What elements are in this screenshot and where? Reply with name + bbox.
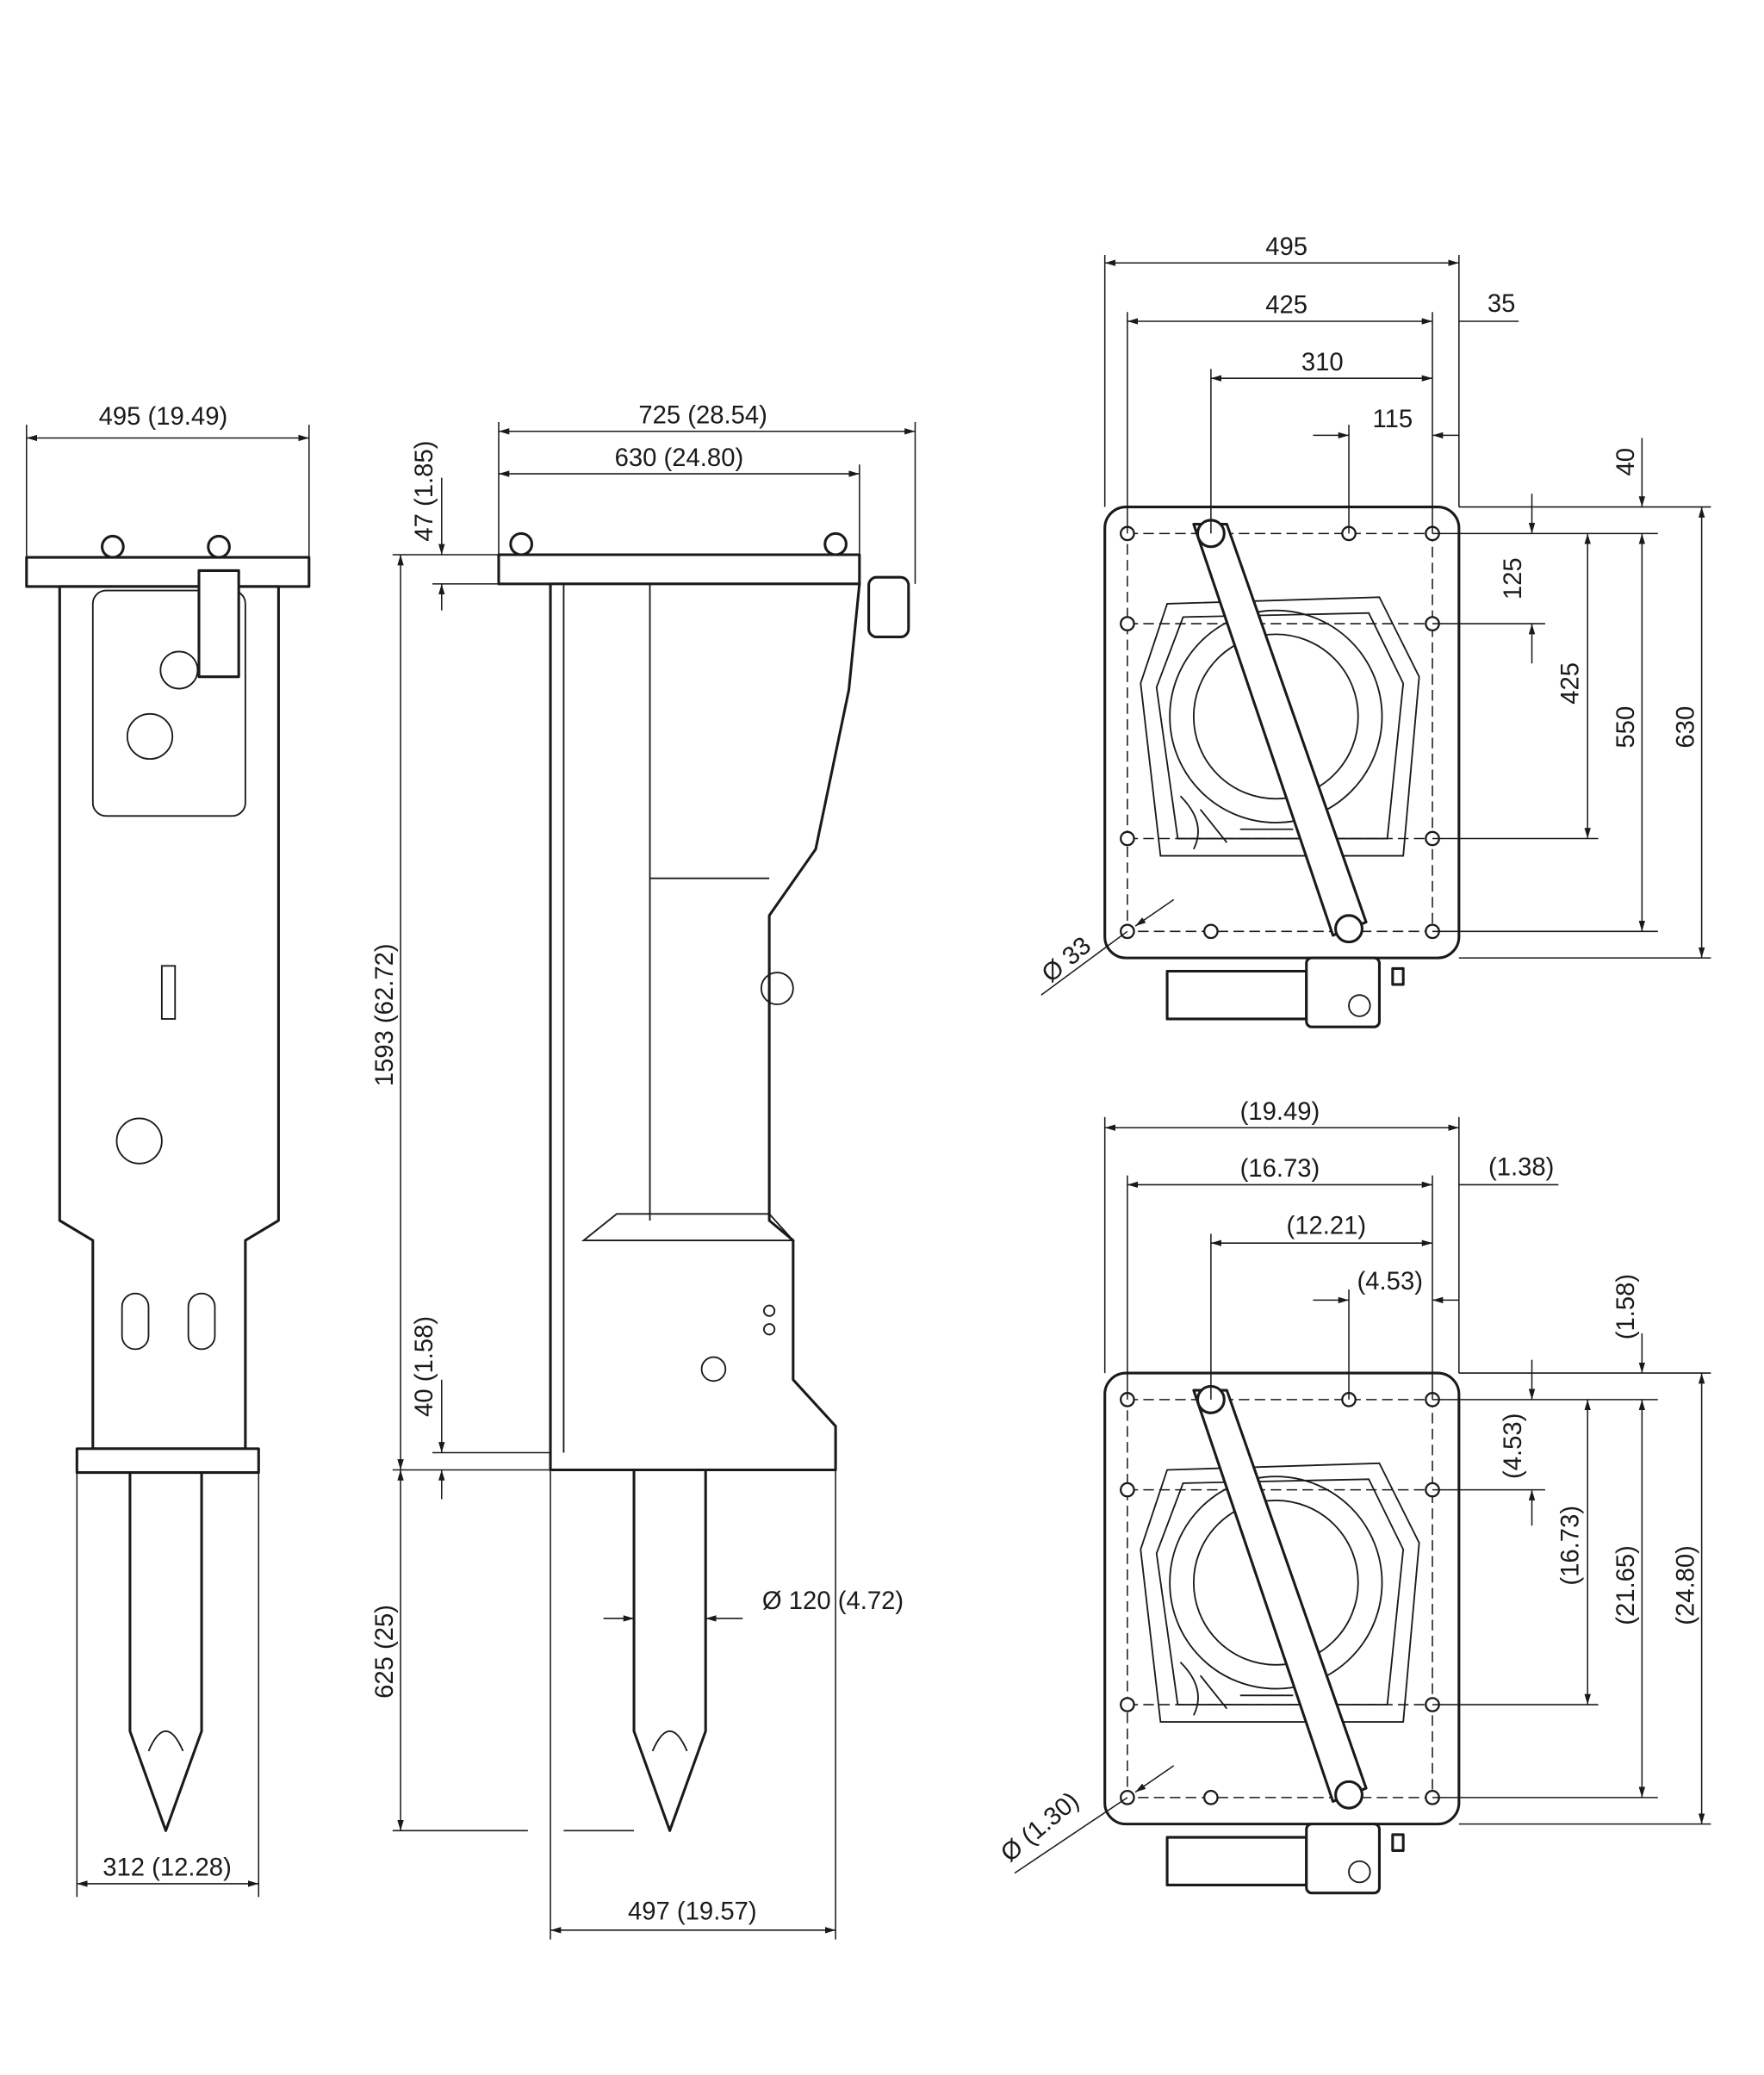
top-view-inch-dimensions: (19.49) (16.73) (1.38) (12.21) (4.53) (1… — [996, 1098, 1711, 1874]
front-base-dimension: 312 (12.28) — [76, 1472, 260, 1898]
dim-label: 115 — [1373, 406, 1413, 433]
dim-label: 425 — [1556, 662, 1584, 705]
dim-label: Ø 33 — [1037, 932, 1096, 988]
dim-label: (1.58) — [1612, 1274, 1640, 1339]
dim-label: (16.73) — [1240, 1155, 1320, 1183]
dim-label: (1.38) — [1488, 1154, 1554, 1182]
dim-label: 550 — [1612, 706, 1640, 749]
dim-label: Ø 120 (4.72) — [762, 1587, 904, 1615]
dim-label: 625 (25) — [371, 1605, 399, 1699]
top-view-mm — [1103, 506, 1461, 1028]
dim-label: 310 — [1301, 349, 1344, 376]
dim-label: 497 (19.57) — [628, 1898, 757, 1926]
top-view-inch — [1103, 1371, 1461, 1895]
dim-label: (4.53) — [1500, 1413, 1527, 1479]
front-width-dimension: 495 (19.49) — [26, 403, 310, 558]
dim-label: 35 — [1488, 290, 1516, 318]
dim-label: (21.65) — [1612, 1545, 1640, 1625]
side-dimensions: 725 (28.54) 630 (24.80) 47 (1.85) 1593 (… — [371, 402, 916, 1940]
dim-label: (16.73) — [1556, 1506, 1584, 1586]
side-view — [497, 531, 910, 1832]
dim-label: 495 — [1265, 233, 1307, 261]
dim-label: (24.80) — [1672, 1545, 1699, 1625]
dim-label: 495 (19.49) — [99, 403, 228, 431]
dim-label: 312 (12.28) — [102, 1854, 232, 1882]
front-view — [25, 534, 311, 1832]
dim-label: (4.53) — [1357, 1268, 1423, 1295]
dim-label: 630 (24.80) — [615, 444, 744, 472]
dim-label: 40 — [1612, 448, 1640, 476]
dim-label: 40 (1.58) — [411, 1316, 438, 1417]
dim-label: 630 — [1672, 706, 1699, 749]
dim-label: 47 (1.85) — [411, 441, 438, 542]
dim-label: 725 (28.54) — [638, 402, 767, 430]
dim-label: (12.21) — [1287, 1212, 1367, 1239]
dim-label: 1593 (62.72) — [371, 943, 399, 1086]
dim-label: (19.49) — [1240, 1098, 1320, 1126]
dim-label: 125 — [1500, 557, 1527, 600]
dim-label: 425 — [1265, 292, 1307, 320]
